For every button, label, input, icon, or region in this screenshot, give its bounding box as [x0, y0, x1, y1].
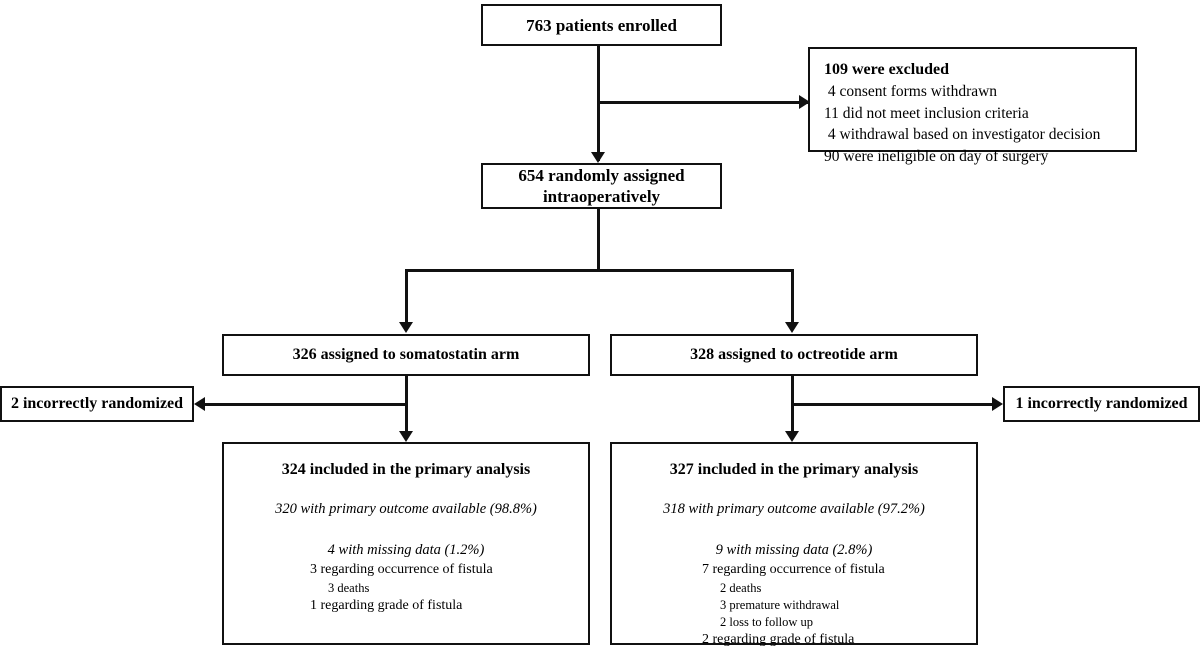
- arrowhead-left-analysis: [399, 431, 413, 442]
- excluded-reason: 4 consent forms withdrawn: [824, 83, 998, 100]
- analysis-missing: 9 with missing data (2.8%): [715, 542, 873, 558]
- box-incorrectly-randomized-left: 2 incorrectly randomized: [0, 386, 194, 422]
- connector-right-arm-to-analysis: [791, 376, 794, 438]
- analysis-title: 324 included in the primary analysis: [281, 461, 531, 478]
- connector-right-incorrect: [791, 403, 994, 406]
- analysis-missing-detail: 2 regarding grade of fistula: [702, 631, 855, 647]
- arrowhead-right-analysis: [785, 431, 799, 442]
- analysis-missing-detail: 7 regarding occurrence of fistula: [702, 562, 885, 577]
- analysis-missing-detail: 3 deaths: [328, 580, 370, 595]
- connector-left-incorrect: [205, 403, 407, 406]
- randomized-line-2: intraoperatively: [542, 187, 661, 206]
- arrowhead-to-excluded: [799, 95, 810, 109]
- analysis-missing-detail: 3 premature withdrawal: [720, 597, 840, 612]
- box-incorrectly-randomized-right: 1 incorrectly randomized: [1003, 386, 1200, 422]
- connector-split-right-drop: [791, 269, 794, 327]
- incorrectly-randomized-label: 2 incorrectly randomized: [10, 395, 184, 412]
- arrowhead-to-right-arm: [785, 322, 799, 333]
- box-randomized: 654 randomly assigned intraoperatively: [481, 163, 722, 209]
- excluded-reason: 90 were ineligible on day of surgery: [824, 147, 1049, 165]
- analysis-missing-detail: 2 loss to follow up: [720, 614, 814, 629]
- box-primary-analysis-octreotide: 327 included in the primary analysis 318…: [610, 442, 978, 647]
- incorrectly-randomized-label: 1 incorrectly randomized: [1015, 395, 1188, 412]
- analysis-missing-detail: 3 regarding occurrence of fistula: [310, 562, 493, 577]
- connector-left-arm-to-analysis: [405, 376, 408, 438]
- analysis-available: 320 with primary outcome available (98.8…: [275, 501, 537, 517]
- box-excluded: 109 were excluded 4 consent forms withdr…: [808, 47, 1137, 165]
- box-arm-assigned-somatostatin: 326 assigned to somatostatin arm: [222, 334, 590, 376]
- analysis-missing: 4 with missing data (1.2%): [327, 542, 485, 558]
- analysis-available: 318 with primary outcome available (97.2…: [663, 501, 925, 517]
- connector-split-left-drop: [405, 269, 408, 327]
- enrolled-label: 763 patients enrolled: [526, 15, 677, 35]
- analysis-missing-detail: 2 deaths: [720, 580, 762, 595]
- randomized-line-1: 654 randomly assigned: [518, 166, 685, 185]
- box-primary-analysis-somatostatin: 324 included in the primary analysis 320…: [222, 442, 590, 645]
- arm-assigned-label: 326 assigned to somatostatin arm: [292, 346, 520, 363]
- excluded-reason: 4 withdrawal based on investigator decis…: [824, 126, 1101, 143]
- arrowhead-left-incorrect: [194, 397, 205, 411]
- arm-assigned-label: 328 assigned to octreotide arm: [690, 346, 898, 363]
- arrowhead-right-incorrect: [992, 397, 1003, 411]
- analysis-missing-detail: 1 regarding grade of fistula: [310, 597, 463, 613]
- box-enrolled: 763 patients enrolled: [481, 4, 722, 46]
- analysis-title: 327 included in the primary analysis: [669, 461, 919, 478]
- arrowhead-to-left-arm: [399, 322, 413, 333]
- arrowhead-to-randomized: [591, 152, 605, 163]
- connector-to-excluded: [597, 101, 808, 104]
- box-arm-assigned-octreotide: 328 assigned to octreotide arm: [610, 334, 978, 376]
- excluded-title: 109 were excluded: [824, 61, 950, 78]
- excluded-reason: 11 did not meet inclusion criteria: [824, 104, 1029, 122]
- connector-split-bar: [405, 269, 794, 272]
- connector-randomized-to-split: [597, 209, 600, 272]
